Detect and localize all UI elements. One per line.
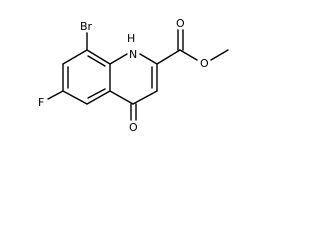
bond-c7-c8 [62, 49, 88, 65]
fluorine-label: F [38, 96, 44, 109]
bond-c6-f [47, 90, 64, 100]
nitrogen-label: N [129, 48, 137, 61]
bond-c3-c4 [132, 90, 158, 105]
ester-ether-oxygen-label: O [200, 57, 209, 70]
bond-c8a-n1 [109, 53, 128, 65]
methyl-ester-group [156, 29, 229, 65]
bond-c5-c6 [62, 90, 88, 105]
nh-hydrogen-label: H [127, 32, 135, 45]
chemical-structure-diagram: Br H N F O O O [38, 17, 229, 134]
pyridone-ring [109, 53, 158, 105]
ester-carbonyl-oxygen-label: O [176, 17, 185, 30]
bromine-label: Br [80, 20, 93, 33]
bond-c4a-c5 [86, 90, 111, 105]
bond-c2-ccarbonyl [156, 49, 181, 65]
structure-canvas: Br H N F O O O [0, 0, 232, 137]
double-bond-c8-c8a-inner [87, 55, 106, 67]
bond-n1-c2 [139, 53, 158, 65]
bond-c8-c8a [86, 49, 111, 65]
benzene-ring [62, 49, 111, 105]
bond-c4-c4a [109, 90, 134, 105]
bond-oether-methyl [210, 49, 229, 61]
ketone-oxygen-label: O [129, 121, 138, 134]
bond-ccarbonyl-oether [179, 49, 198, 61]
double-bond-c4a-c5-inner [87, 88, 106, 99]
